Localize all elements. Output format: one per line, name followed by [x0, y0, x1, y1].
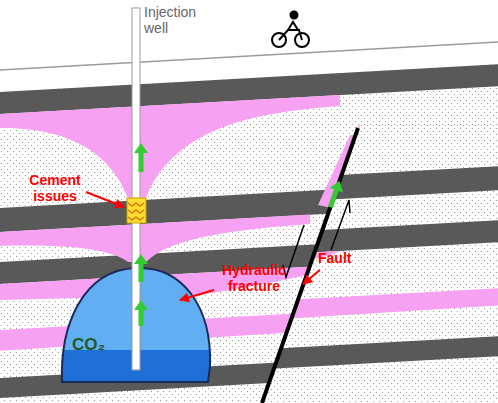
dome-base: [60, 350, 212, 403]
ground-surface: [0, 42, 498, 70]
well-label: Injection well: [144, 4, 216, 36]
rider-body: [288, 22, 298, 30]
dome-border: [62, 268, 210, 382]
leader-arrow: [86, 192, 124, 207]
cyclist-icon: [272, 12, 309, 48]
rider-head: [291, 12, 298, 19]
leak-arrow: [134, 143, 148, 172]
bike-frame: [279, 30, 302, 40]
shear-arrow: [283, 225, 304, 277]
shear-arrow: [331, 200, 350, 250]
cement-defect: [127, 198, 146, 223]
co2-plume: CO₂: [60, 266, 212, 384]
cement-crack: [128, 217, 144, 220]
cement-crack: [128, 203, 144, 206]
leader-arrow: [180, 290, 214, 300]
cement-crack: [128, 210, 144, 213]
leak-arrow: [134, 254, 148, 282]
leak-arrow: [134, 300, 148, 326]
callout-label: Hydraulic fracture: [212, 262, 296, 294]
leak-arrow: [324, 178, 346, 209]
injection-well: [132, 8, 140, 370]
leader-arrow: [303, 270, 320, 284]
callout-label: Cement issues: [24, 172, 86, 204]
node-label: CO₂: [72, 336, 132, 354]
dome-outline: [60, 266, 212, 384]
callout-label: Fault: [318, 250, 368, 266]
